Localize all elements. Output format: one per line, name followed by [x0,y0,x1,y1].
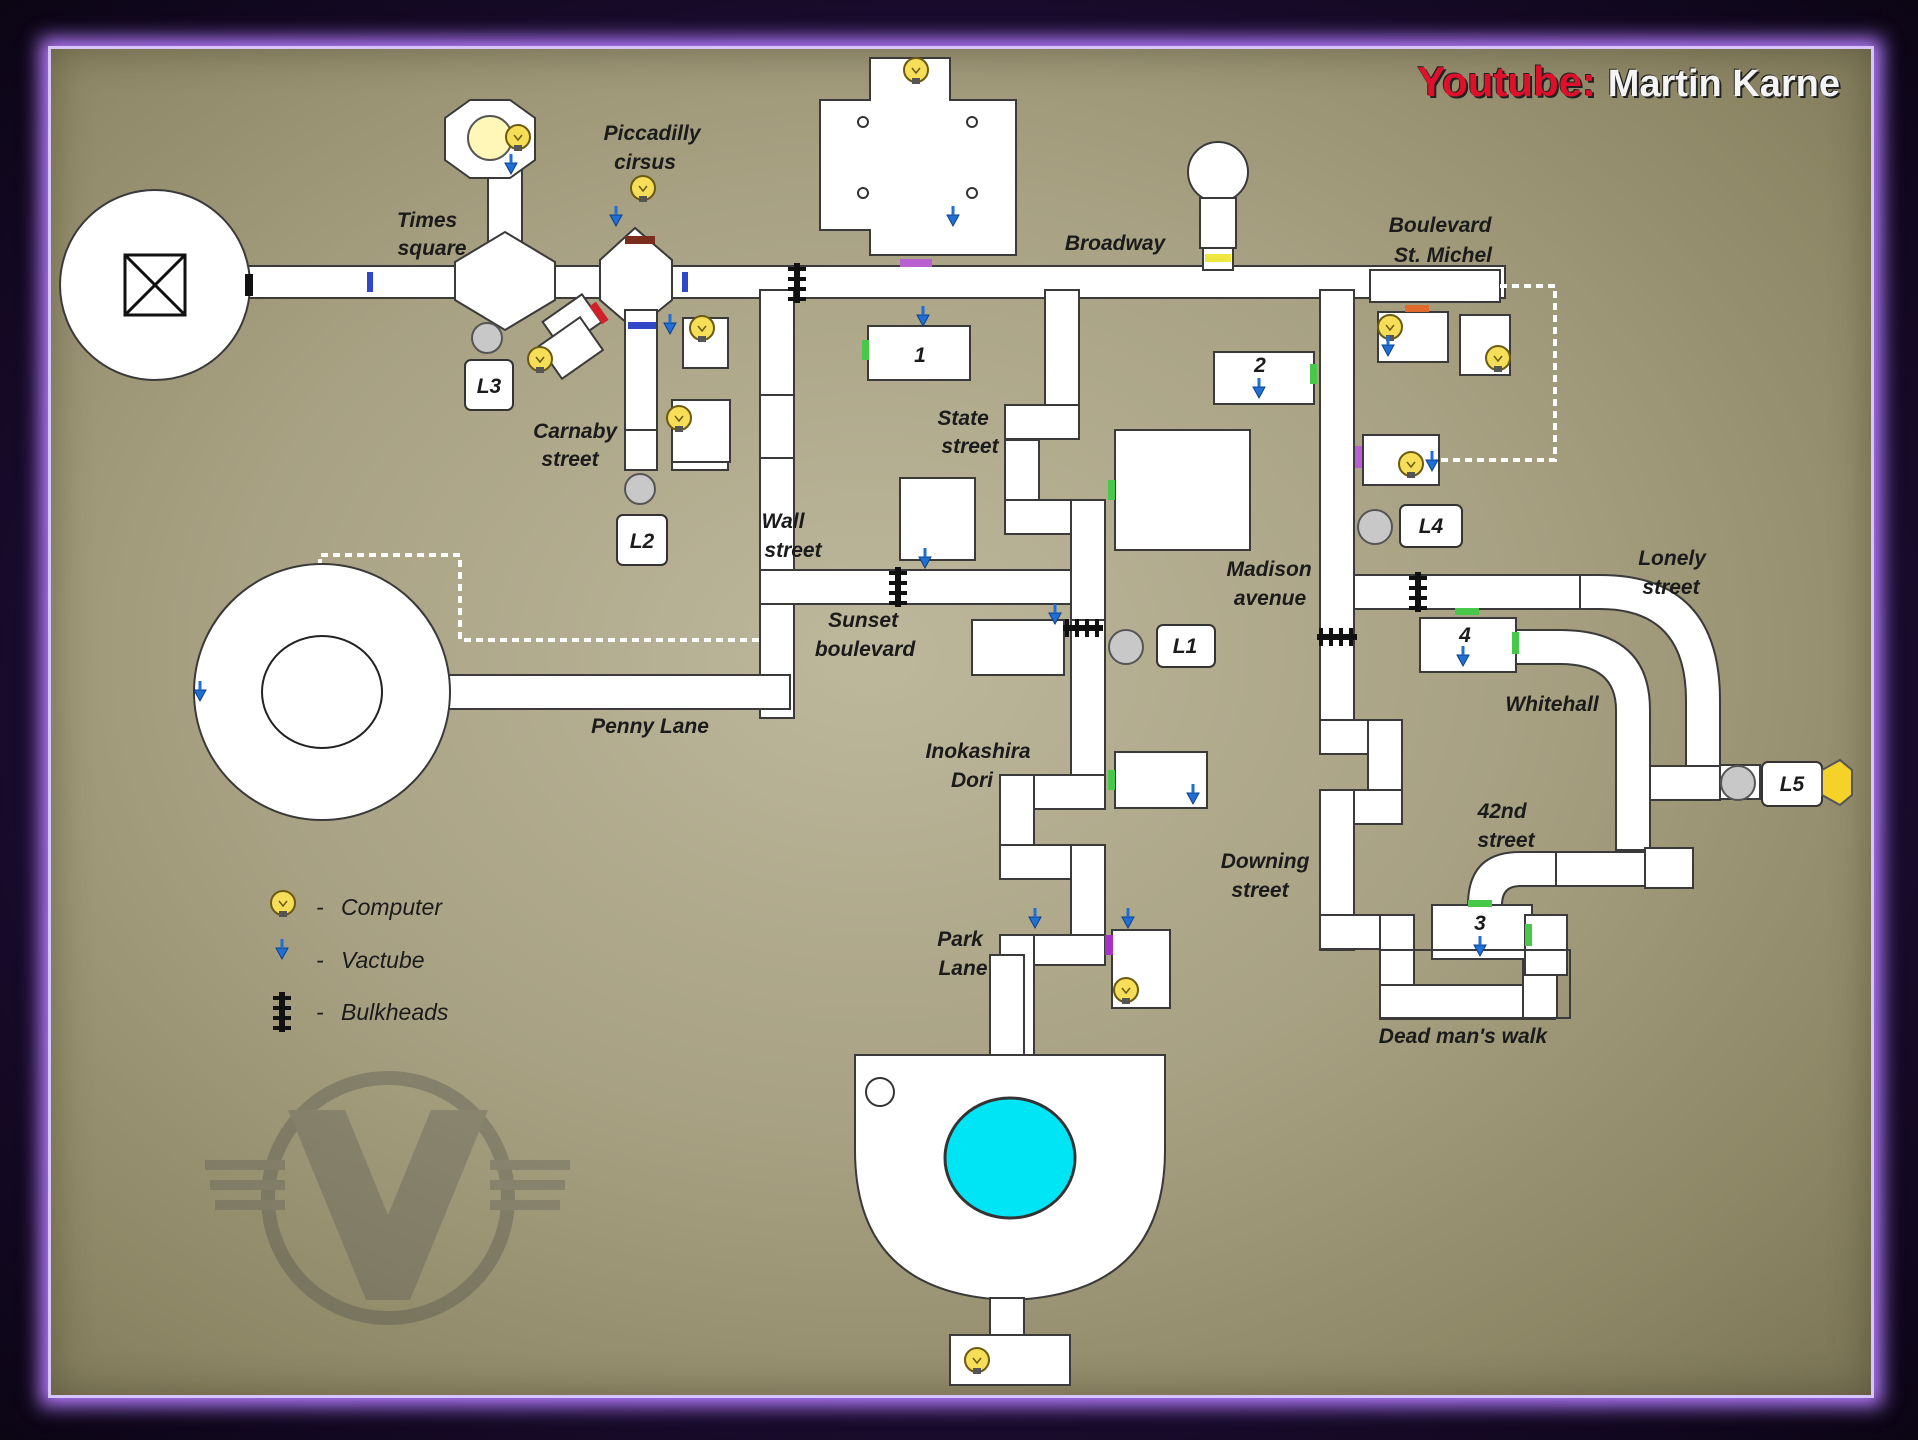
room-label-4: 4 [1458,624,1471,647]
label-sunset-2: boulevard [815,638,917,661]
legend-dash-1: - [316,894,324,920]
lift-label-l5: L5 [1780,773,1805,796]
legend: - Computer - Vactube - Bulkheads [270,890,449,1032]
label-state-2: street [941,435,999,458]
lift-tags: L3 L2 L1 L4 L5 [464,359,1853,807]
svg-text:Inokashira Dori: Inokashira Dori [926,740,1037,792]
label-madison-1: Madison [1226,558,1311,581]
label-boulevard-1: Boulevard [1389,214,1493,237]
top-room-holes [857,116,978,199]
label-inokashira-2: Dori [951,769,994,792]
label-times-square-2: square [398,237,467,260]
legend-dash-2: - [316,947,324,973]
label-carnaby-1: Carnaby [533,420,618,443]
label-park-1: Park [937,928,984,951]
vactube-icon [1027,906,1043,930]
svg-text:Park Lane: Park Lane [937,928,988,980]
label-downing-1: Downing [1221,850,1310,873]
svg-text:Piccadilly cirsus: Piccadilly cirsus [604,122,707,174]
rooms [59,57,1694,1386]
corridor-network [239,159,1761,1061]
label-42nd-2: street [1477,829,1535,852]
doors [367,236,1532,955]
svg-text:Boulevard St. Michel: Boulevard St. Michel [1389,214,1498,267]
vault-emblem-watermark [205,1071,570,1325]
label-wall-2: street [764,539,822,562]
label-lonely-1: Lonely [1638,547,1707,570]
label-piccadilly-1: Piccadilly [604,122,702,145]
label-piccadilly-2: cirsus [614,151,676,174]
label-whitehall: Whitehall [1505,693,1599,716]
label-42nd-1: 42nd [1477,800,1528,823]
svg-text:Wall street: Wall street [762,510,823,562]
label-inokashira-1: Inokashira [926,740,1031,763]
bulkhead-icon [273,992,291,1032]
computer-icon [630,175,656,203]
label-sunset-1: Sunset [828,609,899,632]
room-label-2: 2 [1253,354,1266,377]
svg-text:Sunset boulevard: Sunset boulevard [815,609,917,661]
computer-icon [270,890,296,918]
legend-vactube-label: Vactube [341,947,425,973]
computer-icon [527,346,553,374]
svg-text:42nd street: 42nd street [1477,800,1536,852]
pool-room-hole [865,1077,895,1107]
vactube-icon [915,304,931,328]
svg-text:Madison avenue: Madison avenue [1226,558,1317,610]
vactube-icon [1120,906,1136,930]
lift-discs [471,322,1756,801]
vactube-icon [608,204,624,228]
vactube-icon [662,312,678,336]
label-park-2: Lane [938,957,987,980]
lift-label-l4: L4 [1419,515,1444,538]
lift-label-l1: L1 [1173,635,1198,658]
label-wall-1: Wall [762,510,806,533]
svg-text:Lonely street: Lonely street [1638,547,1712,599]
room-label-3: 3 [1474,912,1486,935]
pool [943,1096,1077,1220]
label-carnaby-2: street [541,448,599,471]
label-dead-mans-walk: Dead man's walk [1379,1025,1549,1048]
svg-text:Times square: Times square [397,209,467,260]
label-madison-2: avenue [1234,587,1307,610]
elevator-box [123,253,187,317]
legend-bulkhead-label: Bulkheads [341,999,449,1025]
label-broadway: Broadway [1065,232,1167,255]
legend-computer-label: Computer [341,894,443,920]
label-state-1: State [937,407,989,430]
credit-author: Martin Karne [1607,63,1840,105]
credit-platform: Youtube: [1417,58,1597,105]
street-labels: Times square Piccadilly cirsus Broadway … [397,122,1712,1048]
label-boulevard-2: St. Michel [1394,244,1493,267]
legend-dash-3: - [316,999,324,1025]
label-penny-lane: Penny Lane [591,715,709,738]
lift-label-l2: L2 [630,530,655,553]
room-label-1: 1 [914,344,926,367]
youtube-credit: Youtube: Martin Karne [1417,58,1840,106]
label-lonely-2: street [1642,576,1700,599]
lift-label-l3: L3 [477,375,502,398]
label-times-square-1: Times [397,209,457,232]
vactube-icon [274,937,290,961]
svg-text:Downing street: Downing street [1221,850,1316,902]
svg-text:State street: State street [937,407,999,458]
svg-text:Carnaby street: Carnaby street [533,420,623,471]
label-downing-2: street [1231,879,1289,902]
